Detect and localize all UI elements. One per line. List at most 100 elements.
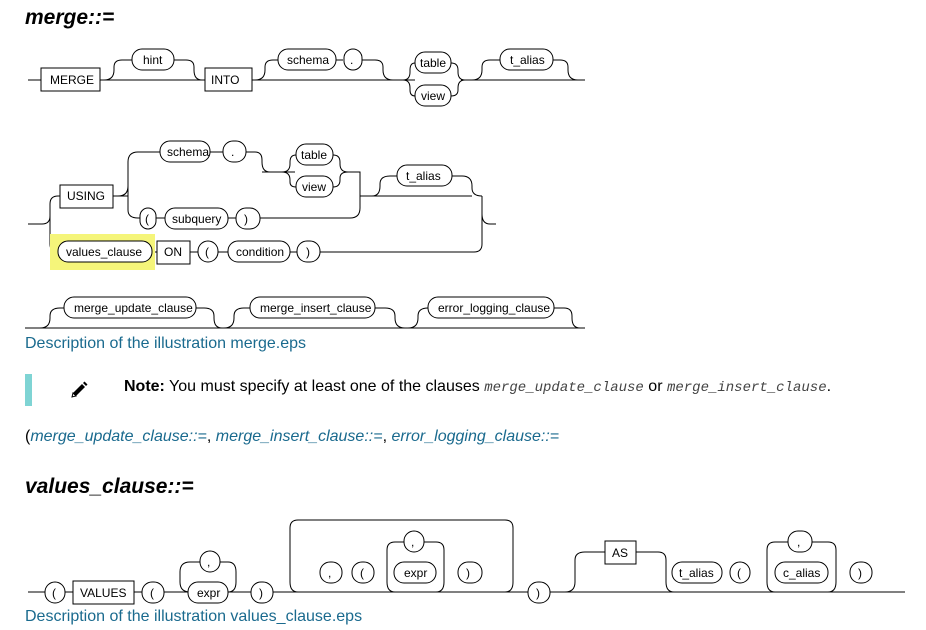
svg-text:(: ( (52, 586, 56, 600)
values-clause-heading: values_clause::= (25, 475, 194, 498)
on-keyword-box (156, 240, 191, 265)
expr-term-2 (393, 561, 437, 584)
svg-text:table: table (301, 148, 327, 162)
merge-heading: merge::= (25, 6, 115, 29)
c-alias-term (774, 561, 829, 584)
v-rparen-2 (457, 561, 483, 584)
svg-text:(: ( (150, 586, 154, 600)
v-comma-4 (787, 530, 813, 553)
merge-row-3: merge_update_clause merge_insert_clause … (25, 296, 585, 329)
svg-text:,: , (207, 555, 210, 569)
svg-text:merge_insert_clause: merge_insert_clause (260, 301, 372, 315)
merge-insert-clause-link[interactable]: merge_insert_clause::= (215, 428, 383, 445)
related-syntax-links: (merge_update_clause::=, merge_insert_cl… (25, 428, 560, 445)
hint-term (131, 48, 175, 71)
values-clause-term[interactable] (57, 240, 153, 263)
svg-text:): ) (244, 212, 248, 226)
svg-text:): ) (858, 566, 862, 580)
svg-text:table: table (420, 56, 446, 70)
merge-keyword-box (40, 67, 101, 92)
note-box: Note: You must specify at least one of t… (25, 374, 905, 406)
values-clause-syntax-diagram: ( VALUES ( , expr ) , ( , expr ) ) AS t_… (28, 519, 905, 605)
v-rparen-4 (849, 561, 873, 584)
svg-text:expr: expr (404, 566, 427, 580)
merge-update-clause-link[interactable]: merge_update_clause::= (30, 428, 207, 445)
t-alias-term-2 (396, 164, 453, 187)
merge-update-clause-term[interactable] (63, 296, 197, 319)
into-keyword-box (204, 67, 253, 92)
v-lparen-1 (44, 581, 66, 604)
svg-text:,: , (328, 566, 331, 580)
merge-keyword: MERGE (50, 73, 94, 87)
values-keyword-box (72, 580, 135, 605)
note-label: Note: (124, 378, 165, 395)
svg-text:ON: ON (164, 245, 182, 259)
merge-row-1: MERGE hint INTO schema . table view t_al… (28, 48, 585, 107)
error-logging-clause-link[interactable]: error_logging_clause::= (391, 428, 560, 445)
v-comma-2 (319, 561, 343, 584)
view-term-2 (295, 175, 334, 198)
table-term (414, 51, 452, 74)
svg-text:): ) (536, 586, 540, 600)
svg-text:view: view (421, 89, 445, 103)
svg-text:subquery: subquery (172, 212, 221, 226)
v-t-alias-term (671, 561, 723, 584)
svg-text:.: . (350, 53, 353, 67)
dot-term (343, 48, 363, 71)
code-merge-insert-clause: merge_insert_clause (666, 380, 827, 396)
expr-term-1 (187, 581, 229, 604)
svg-text:INTO: INTO (211, 73, 239, 87)
error-logging-clause-term[interactable] (427, 296, 555, 319)
v-comma-3 (403, 530, 425, 553)
as-keyword-box (604, 540, 637, 565)
svg-text:): ) (466, 566, 470, 580)
svg-text:t_alias: t_alias (510, 53, 545, 67)
svg-text:): ) (306, 245, 310, 259)
svg-text:VALUES: VALUES (80, 586, 126, 600)
svg-text:(: ( (205, 245, 209, 259)
table-term-2 (295, 143, 334, 166)
view-term (414, 84, 452, 107)
svg-text:error_logging_clause: error_logging_clause (438, 301, 550, 315)
lparen-term (139, 207, 157, 230)
svg-text:USING: USING (67, 189, 105, 203)
note-accent-bar (25, 374, 32, 406)
svg-text:(: ( (360, 566, 364, 580)
values-clause-description-link[interactable]: Description of the illustration values_c… (25, 608, 363, 625)
v-comma-1 (199, 550, 221, 573)
rparen-term (235, 207, 261, 230)
t-alias-term (499, 48, 554, 71)
using-keyword-box (59, 184, 114, 209)
svg-text:hint: hint (143, 53, 163, 67)
svg-text:t_alias: t_alias (406, 169, 441, 183)
merge-insert-clause-term[interactable] (249, 296, 376, 319)
svg-text:(: ( (737, 566, 741, 580)
svg-text:schema: schema (287, 53, 329, 67)
svg-text:AS: AS (612, 546, 628, 560)
svg-text:schema: schema (167, 145, 209, 159)
svg-text:merge_update_clause: merge_update_clause (74, 301, 193, 315)
svg-text:): ) (259, 586, 263, 600)
merge-syntax-diagram: MERGE hint INTO schema . table view t_al… (25, 48, 585, 329)
code-merge-update-clause: merge_update_clause (484, 380, 644, 396)
v-lparen-2 (141, 581, 165, 604)
svg-text:(: ( (145, 212, 149, 226)
v-lparen-3 (351, 561, 375, 584)
rparen-term-2 (296, 240, 321, 263)
svg-text:,: , (797, 535, 800, 549)
v-rparen-1 (250, 581, 274, 604)
svg-text:values_clause: values_clause (66, 245, 142, 259)
pencil-icon (71, 381, 88, 398)
v-lparen-4 (729, 561, 751, 584)
lparen-term-2 (197, 240, 219, 263)
schema-term-2 (159, 140, 211, 163)
v-rparen-3 (527, 581, 551, 604)
svg-text:c_alias: c_alias (783, 566, 820, 580)
svg-text:.: . (231, 145, 234, 159)
svg-text:,: , (411, 535, 414, 549)
subquery-term (164, 207, 229, 230)
note-text: Note: You must specify at least one of t… (124, 378, 832, 396)
condition-term (227, 240, 291, 263)
dot-term-2 (222, 140, 247, 163)
merge-description-link[interactable]: Description of the illustration merge.ep… (25, 335, 307, 352)
